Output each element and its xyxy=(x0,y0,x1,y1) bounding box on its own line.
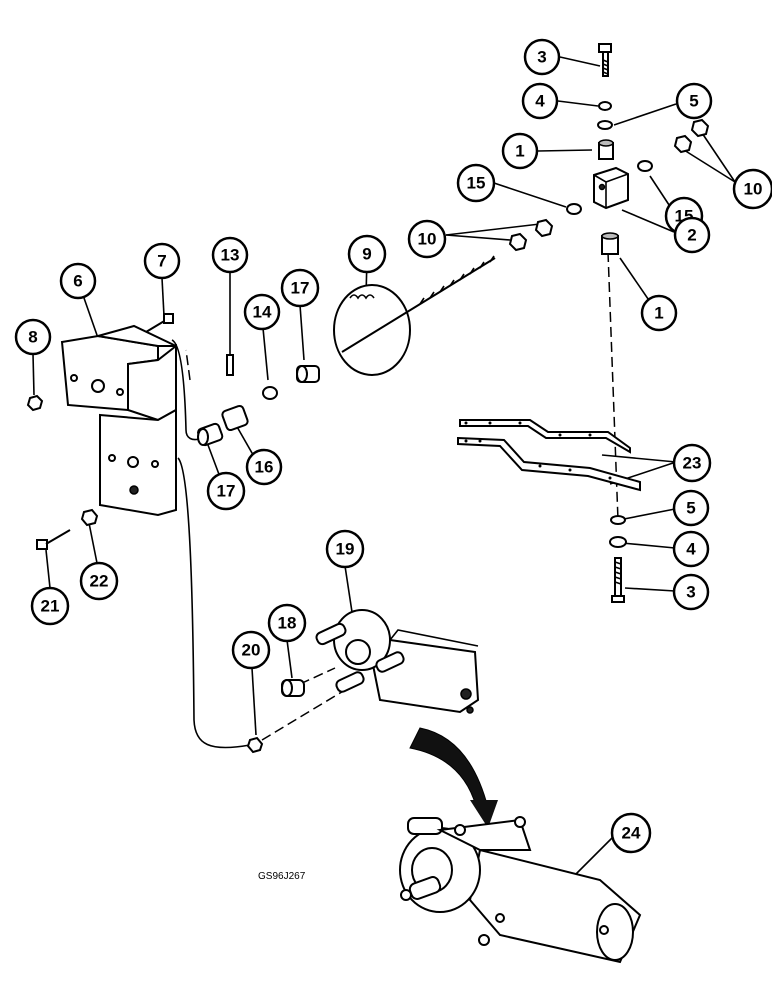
callout-7: 7 xyxy=(143,242,181,280)
svg-text:2: 2 xyxy=(687,226,696,245)
detail-arrow-head xyxy=(470,800,498,828)
callout-13: 13 xyxy=(211,236,249,274)
callout-3-bottom: 3 xyxy=(672,573,710,611)
callout-22: 22 xyxy=(79,561,119,601)
bolt-bottom xyxy=(611,557,625,603)
callout-4-bottom: 4 xyxy=(672,530,710,568)
callout-18: 18 xyxy=(267,603,307,643)
parts xyxy=(26,43,710,964)
callout-16: 16 xyxy=(245,448,283,486)
washer-bottom xyxy=(609,536,627,548)
callout-9: 9 xyxy=(347,234,387,274)
svg-text:8: 8 xyxy=(28,328,37,347)
nut-20 xyxy=(246,736,264,754)
callouts: 3 4 5 1 10 15 15 10 2 1 13 9 7 6 17 14 8… xyxy=(14,38,772,854)
svg-text:5: 5 xyxy=(686,499,695,518)
svg-text:13: 13 xyxy=(221,246,240,265)
callout-4-top: 4 xyxy=(521,82,559,120)
nuts-10-right xyxy=(673,118,710,154)
svg-text:10: 10 xyxy=(744,180,763,199)
svg-text:20: 20 xyxy=(242,641,261,660)
svg-text:15: 15 xyxy=(467,174,486,193)
svg-text:19: 19 xyxy=(336,540,355,559)
svg-text:21: 21 xyxy=(41,597,60,616)
mounting-bracket xyxy=(60,324,177,517)
callout-21: 21 xyxy=(30,586,70,626)
svg-text:18: 18 xyxy=(278,614,297,633)
svg-text:9: 9 xyxy=(362,245,371,264)
svg-text:6: 6 xyxy=(73,272,82,291)
nuts-10-left xyxy=(508,218,554,252)
callout-2: 2 xyxy=(673,216,711,254)
block-2 xyxy=(593,166,629,210)
strap-23 xyxy=(457,419,641,492)
pin-13 xyxy=(226,354,234,376)
svg-text:16: 16 xyxy=(255,458,274,477)
svg-text:5: 5 xyxy=(689,92,698,111)
svg-text:17: 17 xyxy=(217,482,236,501)
callout-24: 24 xyxy=(610,812,652,854)
nut-8 xyxy=(26,394,44,412)
motor-detail xyxy=(399,816,642,964)
svg-text:4: 4 xyxy=(686,540,696,559)
bushing-17-bottom xyxy=(197,422,224,447)
callout-10-left: 10 xyxy=(407,219,447,259)
svg-text:3: 3 xyxy=(686,583,695,602)
callout-1-bottom: 1 xyxy=(640,294,678,332)
svg-text:23: 23 xyxy=(683,454,702,473)
nut-22 xyxy=(80,508,99,527)
callout-17-top: 17 xyxy=(280,268,320,308)
callout-1-top: 1 xyxy=(501,132,539,170)
svg-text:4: 4 xyxy=(535,92,545,111)
washer-top xyxy=(597,120,613,130)
svg-text:17: 17 xyxy=(291,279,310,298)
bushing-top xyxy=(598,139,614,160)
callout-5-bottom: 5 xyxy=(672,489,710,527)
callout-15-left: 15 xyxy=(456,163,496,203)
detail-arrow xyxy=(409,727,489,809)
spacer-16 xyxy=(221,404,249,432)
callout-8: 8 xyxy=(14,318,52,356)
callout-17-bottom: 17 xyxy=(206,471,246,511)
bolt-7 xyxy=(145,313,174,333)
callout-6: 6 xyxy=(59,262,97,300)
svg-text:3: 3 xyxy=(537,48,546,67)
bolt-top xyxy=(598,43,612,77)
callout-5-top: 5 xyxy=(675,82,713,120)
callout-10-right: 10 xyxy=(732,168,772,210)
threaded-shaft-disc xyxy=(333,255,496,376)
svg-text:14: 14 xyxy=(253,303,272,322)
callout-14: 14 xyxy=(243,293,281,331)
svg-text:24: 24 xyxy=(622,824,641,843)
svg-text:10: 10 xyxy=(418,230,437,249)
svg-text:22: 22 xyxy=(90,572,109,591)
wiper-motor xyxy=(315,609,480,714)
bushing-17-top xyxy=(296,365,320,383)
washer-14 xyxy=(262,386,278,400)
callout-20: 20 xyxy=(231,630,271,670)
callout-19: 19 xyxy=(325,529,365,569)
callout-23: 23 xyxy=(672,443,712,483)
callout-3-top: 3 xyxy=(523,38,561,76)
figure-ref: GS96J267 xyxy=(258,871,306,882)
bushing-18 xyxy=(281,679,305,697)
svg-text:1: 1 xyxy=(515,142,524,161)
svg-text:1: 1 xyxy=(654,304,663,323)
lock-washer-top xyxy=(598,101,612,111)
bushing-bottom xyxy=(601,232,619,255)
bolt-21 xyxy=(36,529,71,550)
svg-text:7: 7 xyxy=(157,252,166,271)
washer-15-right xyxy=(637,160,653,172)
lock-washer-bottom xyxy=(610,515,626,525)
washer-15-left xyxy=(566,203,582,215)
